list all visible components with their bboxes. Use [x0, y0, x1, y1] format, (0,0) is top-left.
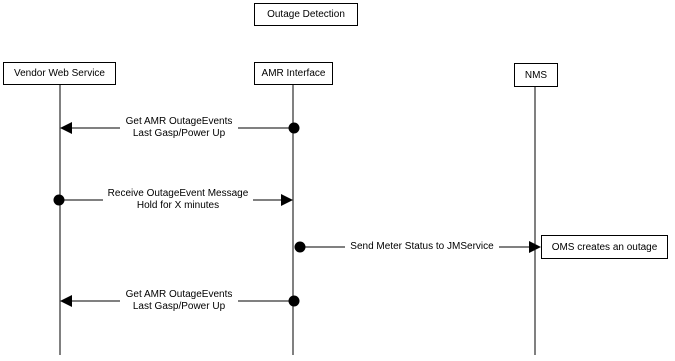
message-2-line1: Receive OutageEvent Message [107, 188, 249, 199]
participant-nms: NMS [514, 63, 558, 87]
message-4-label: Get AMR OutageEvents Last Gasp/Power Up [120, 289, 238, 313]
note-oms-creates-outage: OMS creates an outage [541, 235, 668, 259]
message-2-line2: Hold for X minutes [136, 200, 220, 211]
participant-vendor-web-service: Vendor Web Service [3, 62, 116, 85]
message-2-label: Receive OutageEvent Message Hold for X m… [103, 188, 253, 212]
message-1-label: Get AMR OutageEvents Last Gasp/Power Up [120, 116, 238, 140]
diagram-title: Outage Detection [254, 3, 358, 26]
message-3-label: Send Meter Status to JMService [345, 241, 499, 253]
participant-amr-interface: AMR Interface [254, 62, 333, 85]
message-4-line1: Get AMR OutageEvents [125, 289, 233, 300]
message-1-line2: Last Gasp/Power Up [132, 128, 226, 139]
message-1-line1: Get AMR OutageEvents [125, 116, 233, 127]
message-4-line2: Last Gasp/Power Up [132, 301, 226, 312]
